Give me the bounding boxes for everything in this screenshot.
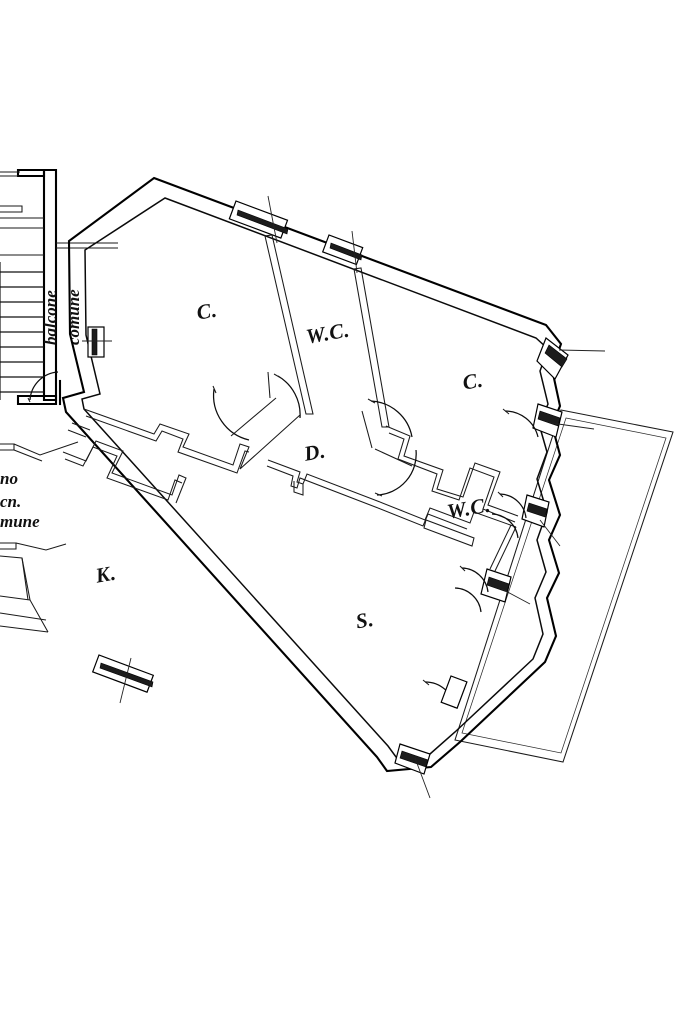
room-label-disimpegno: D. — [301, 438, 327, 466]
window-right-lower — [480, 568, 531, 605]
door-wc2-balcony — [491, 491, 527, 539]
stair-treads — [0, 262, 44, 400]
partition-camera1-south — [83, 408, 301, 474]
door-balcony-camera2 — [502, 408, 539, 438]
partition-camera1-wc1 — [264, 234, 314, 415]
window-kitchen-bottom — [91, 654, 155, 704]
door-soggiorno-balcony-upper — [454, 565, 489, 613]
balcone-comune-annotation: balcone comune — [41, 289, 83, 345]
partition-disimpegno-south — [266, 459, 381, 509]
right-terrace-slab — [454, 409, 674, 763]
door-soggiorno-balcony-lower — [422, 675, 468, 709]
vano-label-line1: no — [0, 469, 18, 488]
room-label-cucina: K. — [93, 561, 118, 588]
room-label-camera-1: C. — [195, 298, 219, 325]
room-label-soggiorno: S. — [354, 607, 376, 634]
window-right-wc — [521, 494, 561, 547]
vano-label-line3: mune — [0, 512, 40, 531]
room-label-wc-2: W.C. — [445, 493, 492, 524]
partition-wc2-to-soggiorno — [489, 524, 517, 572]
common-stair-block — [0, 168, 118, 406]
door-wc1-to-disimpegno — [267, 371, 301, 419]
room-label-camera-2: C. — [461, 368, 485, 395]
vano-scale-annotation: no cn. mune — [0, 469, 40, 531]
window-left-balcony-door — [82, 326, 112, 358]
window-right-upper — [532, 403, 595, 438]
window-bottom-chamfer — [394, 743, 431, 799]
partition-wc2-south — [377, 501, 517, 547]
partition-kitchen-soggiorno — [62, 422, 187, 504]
door-camera1-to-disimpegno — [212, 385, 277, 441]
vano-label-line2: cn. — [0, 492, 21, 511]
window-top-right — [321, 230, 364, 274]
balcone-label-line1: balcone — [41, 290, 60, 345]
room-label-wc-1: W.C. — [304, 318, 351, 349]
door-camera2-to-disimpegno — [361, 398, 413, 449]
balcone-label-line2: comune — [64, 289, 83, 345]
vano-scale-comune-block — [0, 441, 79, 633]
window-top-left — [228, 195, 289, 244]
partition-disimpegno-east — [385, 425, 519, 523]
window-chamfer-right-top — [536, 337, 606, 380]
apartment-outer-wall — [61, 176, 563, 773]
room-labels: C. W.C. C. D. W.C. K. S. — [93, 298, 493, 634]
sill-marks-disimpegno — [293, 481, 304, 496]
door-disimpegno-to-wc2 — [374, 448, 417, 497]
